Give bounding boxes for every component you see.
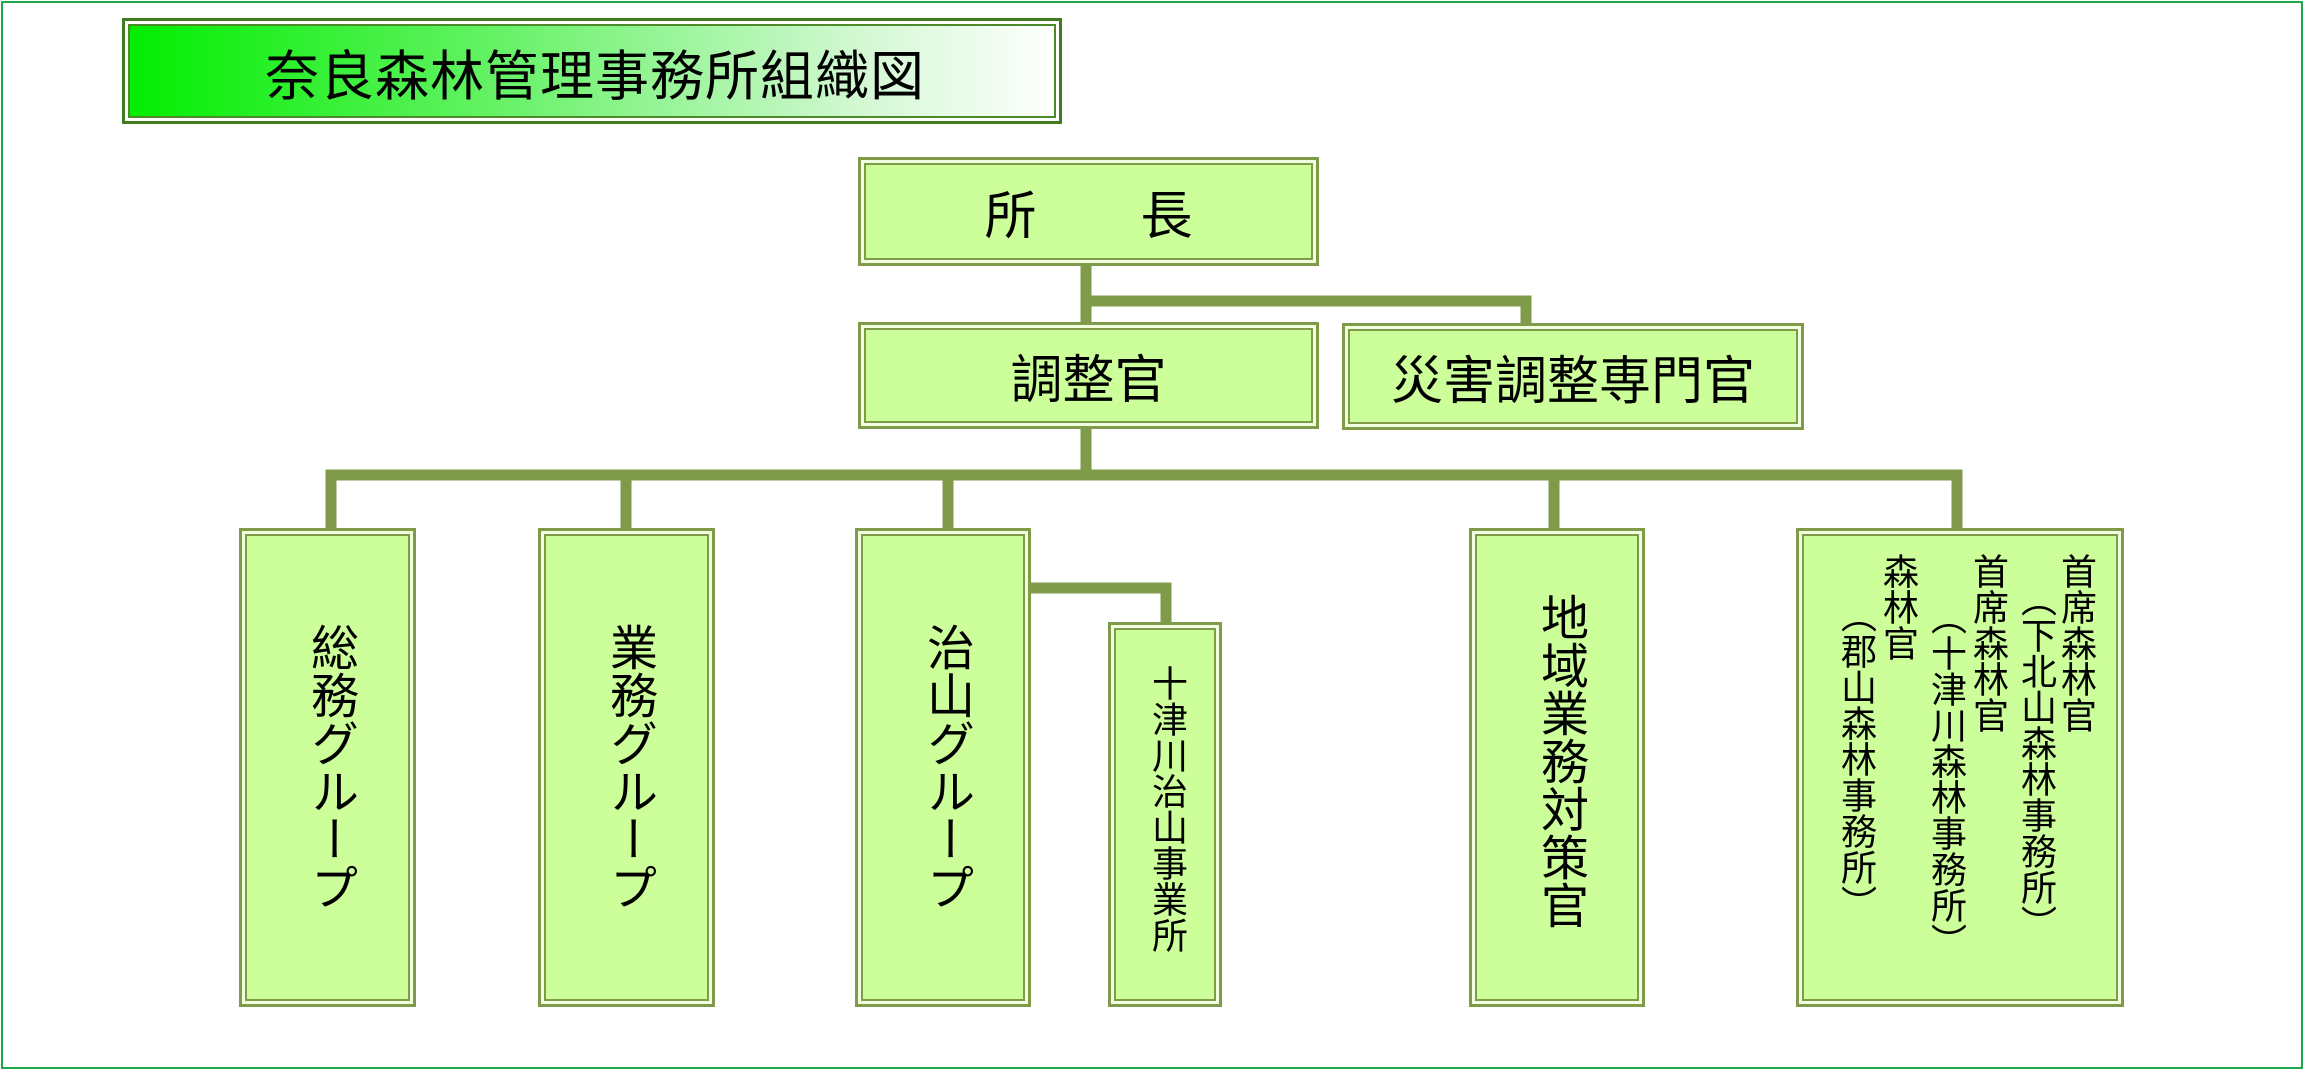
operations-group-label: 業務グループ [601, 623, 657, 911]
operations-group-box: 業務グループ [538, 528, 715, 1007]
coordinator-box: 調整官 [858, 322, 1319, 429]
forest-officers-box: 首席森林官 （下北山森林事務所） 首席森林官 （十津川森林事務所） 森林官 （郡… [1796, 528, 2124, 1007]
koriyama-office: （郡山森林事務所） [1835, 597, 1876, 921]
totsukawa-office-label: 十津川治山事業所 [1146, 665, 1187, 953]
shimokitayama-office: （下北山森林事務所） [2015, 581, 2056, 941]
koriyama-title: 森林官 [1877, 553, 1918, 661]
erosion-control-group-box: 治山グループ [855, 528, 1031, 1007]
regional-affairs-officer-label: 地域業務対策官 [1532, 593, 1588, 929]
disaster-officer-box: 災害調整専門官 [1342, 323, 1804, 430]
regional-affairs-officer-box: 地域業務対策官 [1469, 528, 1645, 1007]
shimokitayama-title: 首席森林官 [2055, 553, 2096, 733]
director-box: 所 長 [858, 157, 1319, 266]
disaster-officer-label: 災害調整専門官 [1390, 352, 1755, 412]
totsukawa-forest-title: 首席森林官 [1967, 553, 2008, 733]
erosion-control-group-label: 治山グループ [918, 623, 974, 911]
general-affairs-group-label: 総務グループ [302, 623, 358, 911]
coordinator-label: 調整官 [1010, 351, 1167, 411]
general-affairs-group-box: 総務グループ [239, 528, 416, 1007]
totsukawa-office-box: 十津川治山事業所 [1108, 622, 1222, 1007]
director-label: 所 長 [984, 187, 1193, 247]
diagram-title: 奈良森林管理事務所組織図 [265, 44, 925, 108]
title-banner: 奈良森林管理事務所組織図 [122, 18, 1062, 124]
totsukawa-forest-office: （十津川森林事務所） [1925, 599, 1966, 959]
